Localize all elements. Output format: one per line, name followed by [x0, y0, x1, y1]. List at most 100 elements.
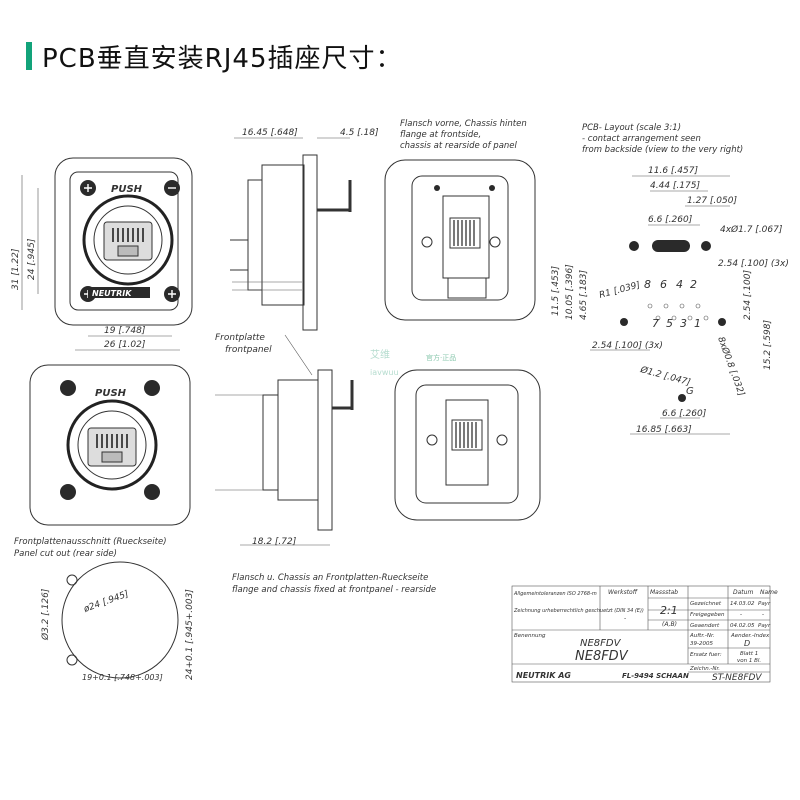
pcb-title-2: - contact arrangement seen — [582, 134, 701, 144]
pcb-dim-66b: 6.6 [.260] — [662, 409, 707, 419]
pcb-dim-v115: 11.5 [.453] — [551, 266, 561, 316]
tb-aender: Aender.-Index — [730, 633, 770, 639]
tb-von: von 1 Bl. — [737, 658, 761, 664]
tb-row1-date: 14.03.02 — [730, 601, 755, 607]
pcb-layout: PCB- Layout (scale 3:1) - contact arrang… — [551, 123, 789, 435]
pin-3: 3 — [680, 317, 687, 330]
tb-row3-name: Payr — [758, 623, 771, 629]
accent-bar — [26, 42, 32, 70]
tb-name2: NE8FDV — [575, 649, 629, 664]
pcb-dim-127: 1.27 [.050] — [687, 196, 737, 206]
tb-row3-date: 04.02.05 — [730, 623, 755, 629]
tb-row1-name: Payr — [758, 601, 771, 607]
tb-row2-name: - — [762, 612, 764, 618]
note-rueckseite-1: Flansch u. Chassis an Frontplatten-Rueck… — [232, 573, 428, 583]
page-title: PCB垂直安装RJ45插座尺寸： — [42, 43, 403, 74]
panel-cut-title-1: Frontplattenausschnitt (Rueckseite) — [14, 537, 167, 547]
tb-workstoff: Werkstoff — [608, 589, 638, 596]
watermark: 艾维 iavwuu 官方·正品 — [370, 348, 456, 377]
dim-31: 31 [1.22] — [11, 248, 21, 290]
panel-dim-h: 24+0.1 [.945+.003] — [185, 589, 195, 680]
panel-dim-dia: ø24 [.945] — [82, 589, 131, 615]
dim-26: 26 [1.02] — [104, 340, 146, 350]
note-flansch-1: Flansch vorne, Chassis hinten — [400, 119, 527, 129]
panel-cut-title-2: Panel cut out (rear side) — [14, 549, 117, 559]
panel-dim-hole: Ø3.2 [.126] — [40, 588, 51, 641]
tb-blatt: Blatt 1 — [740, 651, 758, 657]
pcb-dim-v152: 15.2 [.598] — [763, 320, 773, 370]
note-frontplatte-2: frontpanel — [225, 345, 272, 355]
side-view-top: 16.45 [.648] 4.5 [.18] — [230, 128, 379, 331]
pcb-dim-hole08: 8xØ0.8 [.032] — [715, 335, 747, 398]
tb-addr: FL-9494 SCHAAN — [622, 672, 689, 680]
pcb-dim-hole17: 4xØ1.7 [.067] — [720, 224, 783, 235]
tb-dash: - — [624, 615, 626, 622]
pcb-dim-v254: 2.54 [.100] — [743, 270, 753, 320]
note-frontplatte-1: Frontplatte — [215, 333, 265, 343]
pin-5: 5 — [666, 317, 673, 330]
pin-6: 6 — [660, 278, 667, 291]
tb-row2-date: - — [740, 612, 742, 618]
pcb-dim-r1: R1 [.039] — [598, 280, 642, 301]
tb-scale: 2:1 — [660, 604, 678, 617]
tb-name1: NE8FDV — [580, 638, 622, 649]
push-label: PUSH — [111, 184, 143, 195]
pcb-dim-v1005: 10.05 [.396] — [565, 264, 575, 320]
watermark-badge: 官方·正品 — [426, 353, 456, 362]
tb-auftr: Auftr.-Nr. — [689, 633, 715, 639]
rear-view-top — [384, 159, 536, 321]
rear-view-bottom — [394, 369, 541, 521]
page-header: PCB垂直安装RJ45插座尺寸： — [26, 40, 403, 74]
front-view-top: PUSH NEUTRIK 31 [1.22] 24 [.945] 19 [.74… — [11, 157, 193, 351]
tb-zeichn: Zeichn.-Nr. — [689, 666, 720, 672]
tb-row3-label: Geaendert — [690, 623, 720, 629]
tb-index: D — [744, 639, 750, 648]
tb-datum: Datum — [733, 589, 753, 596]
note-rueckseite-2: flange and chassis fixed at frontpanel -… — [232, 585, 436, 595]
tb-ab: (A,B) — [662, 621, 677, 628]
tb-ersatz: Ersatz fuer: — [690, 652, 722, 658]
tb-auftr-val: 39-2005 — [690, 641, 713, 647]
tb-massstab: Massstab — [650, 589, 678, 596]
pcb-dim-444: 4.44 [.175] — [650, 181, 700, 191]
pcb-dim-66: 6.6 [.260] — [648, 215, 693, 225]
push-label-2: PUSH — [95, 388, 127, 399]
pcb-title-1: PCB- Layout (scale 3:1) — [582, 123, 681, 133]
pin-2: 2 — [690, 278, 697, 291]
tb-brand: NEUTRIK AG — [516, 671, 571, 680]
pcb-dim-1685: 16.85 [.663] — [636, 425, 692, 435]
pcb-dim-254x3: 2.54 [.100] (3x) — [718, 259, 789, 269]
tb-tol: Allgemeintoleranzen ISO 2768-m — [513, 591, 597, 597]
dim-19: 19 [.748] — [104, 326, 146, 336]
pcb-dim-v465: 4.65 [.183] — [579, 270, 589, 320]
tb-name: Name — [760, 589, 778, 596]
tb-benennung: Benennung — [514, 633, 546, 639]
tb-drawing-no: ST-NE8FDV — [712, 673, 762, 683]
watermark-line1: 艾维 — [370, 348, 390, 361]
pcb-title-3: from backside (view to the very right) — [582, 145, 743, 155]
pcb-dim-254b: 2.54 [.100] (3x) — [592, 341, 663, 351]
dim-45: 4.5 [.18] — [340, 128, 379, 138]
tb-copyright: Zeichnung urheberrechtlich geschuetzt (D… — [513, 608, 644, 614]
dim-1645: 16.45 [.648] — [242, 128, 298, 138]
note-flansch-3: chassis at rearside of panel — [400, 141, 518, 151]
pcb-dim-116: 11.6 [.457] — [648, 166, 698, 176]
watermark-line2: iavwuu — [370, 368, 399, 377]
brand-label: NEUTRIK — [92, 289, 132, 298]
note-flansch-2: flange at frontside, — [400, 130, 481, 140]
panel-dim-w: 19+0.1 [.748+.003] — [82, 673, 163, 682]
dim-182: 18.2 [.72] — [252, 537, 297, 547]
pin-7: 7 — [652, 317, 659, 330]
panel-cutout: Frontplattenausschnitt (Rueckseite) Pane… — [14, 537, 195, 682]
title-block: Allgemeintoleranzen ISO 2768-m Zeichnung… — [511, 585, 778, 683]
pcb-g-label: G — [686, 386, 694, 397]
pin-1: 1 — [694, 317, 701, 330]
side-view-bottom: 18.2 [.72] — [215, 369, 354, 547]
front-view-bottom: PUSH — [29, 364, 191, 526]
pin-4: 4 — [676, 278, 683, 291]
dim-24: 24 [.945] — [27, 238, 37, 280]
pcb-dim-12: Ø1.2 [.047] — [638, 364, 692, 388]
tb-row1-label: Gezeichnet — [690, 601, 722, 607]
pin-8: 8 — [644, 278, 651, 291]
tb-row2-label: Freigegeben — [690, 612, 725, 618]
